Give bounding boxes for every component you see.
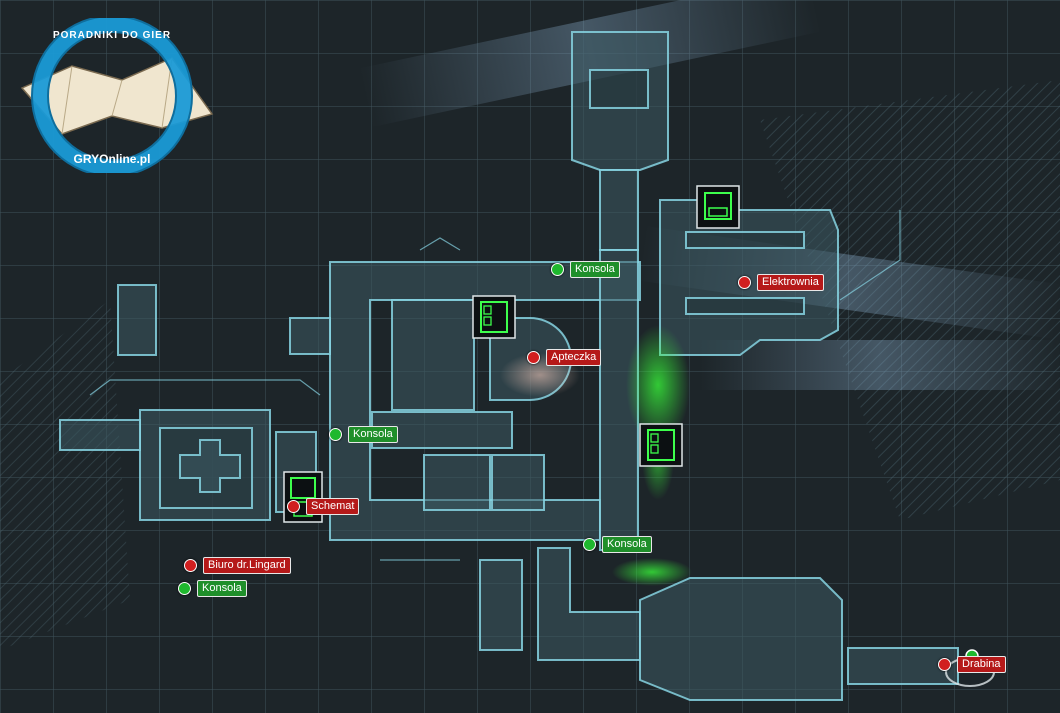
marker-label: Konsola xyxy=(570,260,620,278)
hatch-area-left xyxy=(0,300,130,650)
console-dot-icon xyxy=(178,581,191,595)
marker-label: Konsola xyxy=(197,579,247,597)
poi-dot-icon xyxy=(938,657,951,671)
room-south-hall xyxy=(639,577,843,701)
corridor-north xyxy=(599,169,639,251)
marker-apteczka[interactable]: Apteczka xyxy=(527,348,602,366)
poi-dot-icon xyxy=(738,275,751,289)
glow-green-south xyxy=(612,558,692,586)
poi-dot-icon xyxy=(184,558,197,572)
outline-north-branch xyxy=(419,237,461,251)
room-west-upper xyxy=(289,317,331,355)
marker-label: Konsola xyxy=(602,535,652,553)
glow-green-center xyxy=(626,325,690,445)
room-power-inner-a xyxy=(685,231,805,249)
marker-drabina[interactable]: Drabina xyxy=(938,655,1006,673)
marker-biuro[interactable]: Biuro dr.Lingard xyxy=(184,556,291,574)
outline-east-trail xyxy=(839,210,901,301)
room-power-inner-b xyxy=(685,297,805,315)
room-west-cross xyxy=(179,439,241,493)
gryonline-logo[interactable]: PORADNIKI DO GIER GRYOnline.pl xyxy=(12,18,217,173)
logo-map-icon xyxy=(20,57,214,135)
corridor-south-a xyxy=(479,559,523,651)
marker-schemat[interactable]: Schemat xyxy=(287,497,360,515)
room-central-a xyxy=(391,299,475,411)
outline-west-ring xyxy=(89,379,321,396)
marker-elektrownia[interactable]: Elektrownia xyxy=(738,273,824,291)
marker-konsola-top[interactable]: Konsola xyxy=(551,260,620,278)
logo-ring xyxy=(32,18,192,173)
logo-brand-text: GRYOnline.pl xyxy=(74,152,151,166)
terminal-icon-east xyxy=(639,423,683,467)
console-dot-icon xyxy=(583,537,596,551)
marker-konsola-left[interactable]: Konsola xyxy=(178,579,247,597)
haze-streak-mid xyxy=(700,340,1060,390)
console-dot-icon xyxy=(551,262,564,276)
poi-dot-icon xyxy=(527,350,540,364)
marker-konsola-right[interactable]: Konsola xyxy=(583,535,652,553)
marker-label: Schemat xyxy=(306,497,360,515)
terminal-icon-central xyxy=(472,295,516,339)
console-dot-icon xyxy=(329,427,342,441)
terminal-icon-power xyxy=(696,185,740,229)
marker-label: Elektrownia xyxy=(757,273,824,291)
room-west-tower xyxy=(117,284,157,356)
room-central-d xyxy=(491,454,545,511)
room-north-core xyxy=(589,69,649,109)
marker-label: Apteczka xyxy=(546,348,602,366)
logo-top-text: PORADNIKI DO GIER xyxy=(53,30,171,41)
corridor-west xyxy=(59,419,141,451)
poi-dot-icon xyxy=(287,499,300,513)
marker-label: Drabina xyxy=(957,655,1006,673)
room-central-c xyxy=(423,454,491,511)
marker-label: Konsola xyxy=(348,425,398,443)
marker-konsola-mid[interactable]: Konsola xyxy=(329,425,398,443)
marker-label: Biuro dr.Lingard xyxy=(203,556,291,574)
